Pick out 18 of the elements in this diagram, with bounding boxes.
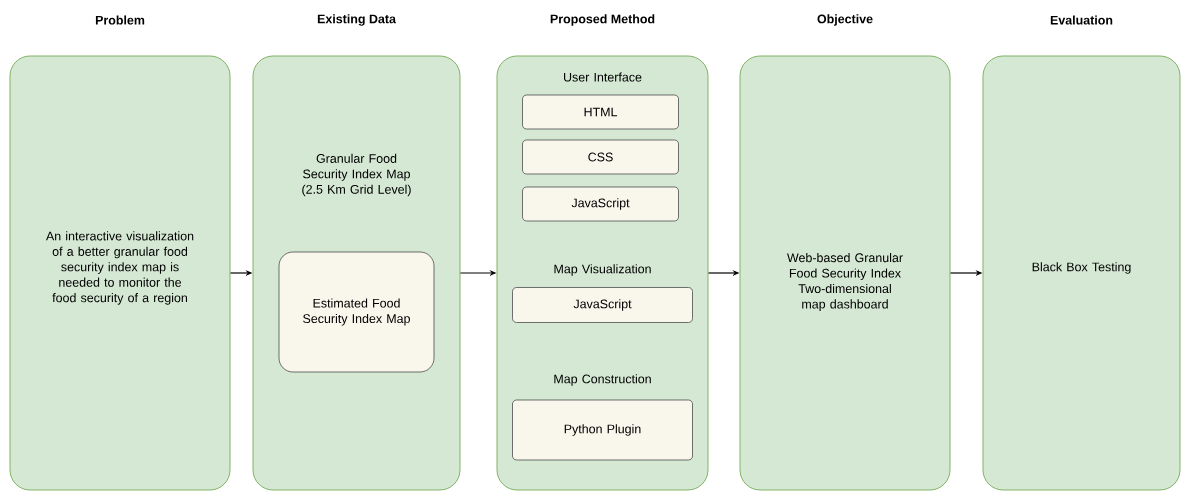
- component-box: HTML: [522, 94, 679, 130]
- panel-text: Black Box Testing: [1032, 262, 1131, 274]
- column-heading: Existing Data: [317, 14, 396, 26]
- panel-text: Granular Food Security Index Map (2.5 Km Grid Level): [302, 153, 411, 197]
- column-heading: Proposed Method: [550, 14, 655, 26]
- component-box: JavaScript: [512, 287, 693, 323]
- component-box: Estimated Food Security Index Map: [278, 251, 435, 373]
- section-heading: Map Visualization: [554, 264, 651, 276]
- column-heading: Objective: [817, 14, 873, 26]
- component-box: CSS: [522, 139, 679, 175]
- component-box: Python Plugin: [512, 399, 693, 461]
- column-heading: Evaluation: [1050, 15, 1113, 25]
- column-heading: Problem: [95, 15, 145, 25]
- panel-text: Web-based Granular Food Security Index Two-dimensional map dashboard: [787, 253, 903, 311]
- component-box: JavaScript: [522, 186, 679, 222]
- panel-text: An interactive visualization of a better granular food security index map is needed to monitor the food security of a region: [46, 231, 194, 305]
- section-heading: Map Construction: [554, 374, 651, 386]
- section-heading: User Interface: [564, 72, 642, 82]
